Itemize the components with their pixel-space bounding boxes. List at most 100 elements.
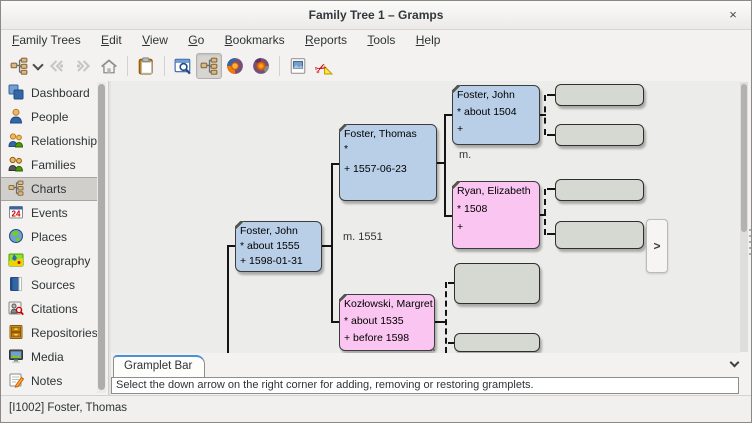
person-box-father[interactable]: Foster, Thomas * + 1557-06-23 — [339, 124, 437, 201]
gramplet-bar-tab[interactable]: Gramplet Bar — [113, 355, 206, 379]
window-title: Family Tree 1 – Gramps — [308, 8, 444, 22]
sidebar-item-citations[interactable]: Citations — [1, 297, 97, 321]
person-search-icon — [174, 57, 192, 75]
pedigree-icon — [8, 180, 24, 199]
expand-fold-icon — [452, 85, 461, 94]
pedigree-icon — [200, 57, 218, 75]
sidebar-item-events[interactable]: 24 Events — [1, 201, 97, 225]
connector-line — [227, 245, 229, 353]
person-view-button[interactable] — [170, 53, 196, 79]
marriage-label: m. 1551 — [343, 231, 383, 243]
sidebar-scrollbar[interactable] — [97, 82, 106, 393]
clipboard-button[interactable] — [133, 53, 159, 79]
full-fan-chart-view-button[interactable] — [248, 53, 274, 79]
expand-fold-icon — [235, 221, 244, 230]
citation-search-icon — [8, 300, 24, 319]
menu-bookmarks[interactable]: Bookmarks — [224, 33, 285, 47]
sidebar-scrollbar-thumb[interactable] — [98, 84, 105, 390]
dashed-connector-line — [544, 95, 546, 135]
forward-button[interactable] — [70, 53, 96, 79]
sidebar-item-charts[interactable]: Charts — [1, 177, 97, 201]
empty-person-box[interactable] — [555, 84, 644, 106]
expand-fold-icon — [339, 124, 348, 133]
fan-chart-view-button[interactable] — [222, 53, 248, 79]
book-icon — [8, 276, 24, 295]
toolbar-separator — [127, 56, 128, 76]
sidebar-item-families[interactable]: Families — [1, 153, 97, 177]
connector-line — [547, 233, 555, 235]
person-box-grandfather[interactable]: Foster, John * about 1504 + — [452, 85, 540, 145]
connector-line — [333, 163, 339, 165]
toolbar-separator — [279, 56, 280, 76]
remove-button[interactable]: ✂ — [311, 53, 337, 79]
sidebar-item-notes[interactable]: Notes — [1, 369, 97, 393]
menu-tools[interactable]: Tools — [367, 33, 396, 47]
close-button[interactable]: × — [729, 7, 737, 22]
connector-line — [540, 114, 546, 116]
home-button[interactable] — [96, 53, 122, 79]
chevron-right-icon: > — [653, 239, 661, 253]
active-person-dropdown[interactable] — [32, 54, 44, 78]
back-button[interactable] — [44, 53, 70, 79]
svg-text:✂: ✂ — [315, 59, 330, 75]
marriage-label: m. — [459, 149, 472, 161]
empty-person-box[interactable] — [454, 333, 540, 352]
connector-line — [448, 342, 454, 344]
connector-line — [333, 321, 339, 323]
gramplet-collapse-icon[interactable] — [730, 358, 739, 367]
sidebar-item-people[interactable]: People — [1, 105, 97, 129]
person-box-mother[interactable]: Kozłowski, Margret * about 1535 + before… — [339, 294, 435, 351]
active-person-button[interactable] — [6, 53, 32, 79]
category-sidebar: Dashboard People Relationships Families … — [1, 81, 103, 395]
person-box-root[interactable]: Foster, John * about 1555 + 1598-01-31 — [235, 221, 322, 272]
home-icon — [100, 57, 118, 75]
pane-splitter[interactable] — [108, 81, 111, 395]
back-icon — [48, 57, 66, 75]
connector-line — [446, 114, 452, 116]
menu-reports[interactable]: Reports — [305, 33, 348, 47]
sidebar-item-places[interactable]: Places — [1, 225, 97, 249]
right-pane-grip[interactable] — [749, 229, 751, 255]
menu-help[interactable]: Help — [415, 33, 441, 47]
chevron-down-icon — [32, 58, 44, 71]
sidebar-item-repositories[interactable]: Repositories — [1, 321, 98, 345]
document-button[interactable] — [285, 53, 311, 79]
note-icon — [8, 372, 25, 391]
empty-person-box[interactable] — [555, 179, 644, 201]
fan-chart-icon — [226, 57, 244, 75]
canvas-scrollbar-thumb[interactable] — [741, 84, 747, 232]
sidebar-item-dashboard[interactable]: Dashboard — [1, 81, 97, 105]
scroll-right-button[interactable]: > — [646, 219, 668, 273]
menu-go[interactable]: Go — [188, 33, 205, 47]
empty-person-box[interactable] — [555, 221, 644, 249]
canvas-scrollbar[interactable] — [740, 82, 748, 352]
calendar-icon: 24 — [8, 204, 24, 223]
menu-edit[interactable]: Edit — [101, 33, 122, 47]
image-document-icon — [289, 57, 307, 75]
clipboard-icon — [137, 57, 155, 75]
person-icon — [8, 108, 24, 127]
dashboard-icon — [8, 84, 24, 103]
menu-family-trees[interactable]: Family Trees — [12, 33, 81, 47]
monitor-icon — [8, 348, 24, 367]
pedigree-canvas[interactable]: Foster, John * about 1555 + 1598-01-31 F… — [111, 81, 740, 353]
connector-line — [547, 94, 555, 96]
status-bar: [I1002] Foster, Thomas — [1, 395, 751, 422]
scissors-icon: ✂ — [315, 57, 333, 75]
empty-person-box[interactable] — [555, 124, 644, 146]
sidebar-item-geography[interactable]: Geography — [1, 249, 97, 273]
connector-line — [547, 134, 555, 136]
empty-person-box[interactable] — [454, 263, 540, 304]
two-people-icon — [8, 132, 24, 151]
connector-line — [446, 215, 452, 217]
expand-fold-icon — [452, 181, 461, 190]
sidebar-item-media[interactable]: Media — [1, 345, 97, 369]
menu-view[interactable]: View — [142, 33, 168, 47]
sidebar-item-sources[interactable]: Sources — [1, 273, 97, 297]
connector-line — [444, 114, 446, 217]
person-box-grandmother[interactable]: Ryan, Elizabeth * 1508 + — [452, 181, 540, 249]
pedigree-view-button[interactable] — [196, 53, 222, 79]
sidebar-item-relationships[interactable]: Relationships — [1, 129, 103, 153]
map-icon — [8, 252, 24, 271]
